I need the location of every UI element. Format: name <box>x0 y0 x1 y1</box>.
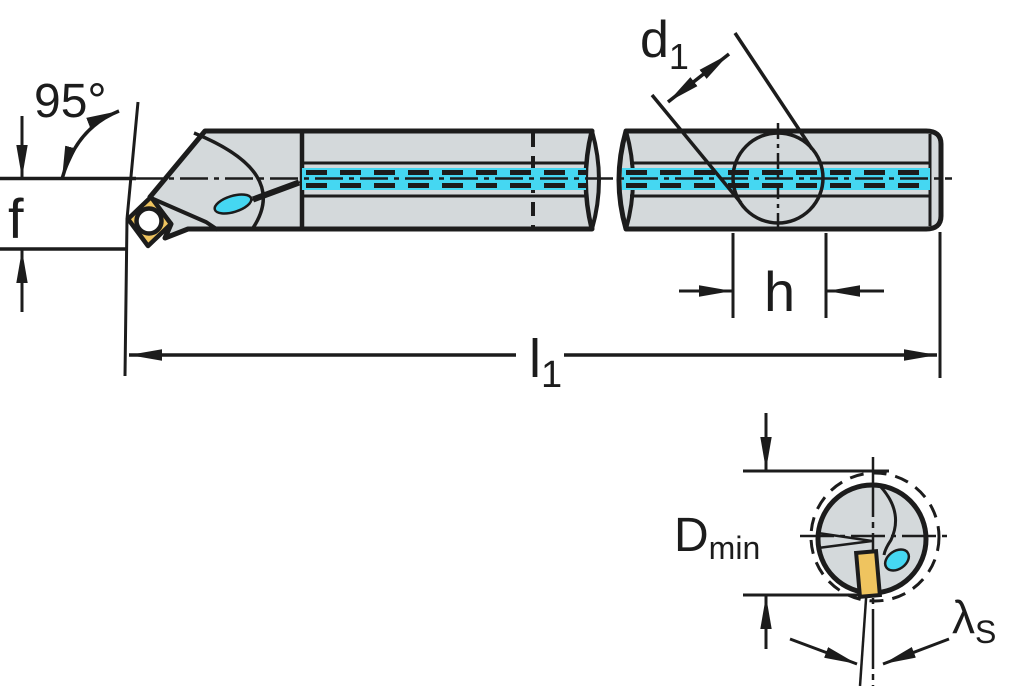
dimension-labels: 95° f d1 h l1 Dmin λS <box>8 11 996 650</box>
d1-diameter-label: d1 <box>640 11 689 77</box>
lambda-s-arrow-right <box>882 637 950 666</box>
insert-pocket-lines <box>150 196 220 232</box>
h-dimension-label: h <box>764 260 795 323</box>
insert-screw-hole <box>134 206 164 236</box>
end-view <box>743 413 950 686</box>
coolant-channel <box>135 168 952 215</box>
approach-angle-label: 95° <box>34 75 107 128</box>
f-dimension-label: f <box>8 187 24 250</box>
coolant-nozzle-exit <box>213 193 253 215</box>
d1-tangent-line-lower <box>650 93 743 205</box>
lambda-s-arrow-left <box>789 637 858 666</box>
cutting-insert-side <box>125 194 174 249</box>
lambda-s-label: λS <box>952 591 996 650</box>
dmin-envelope-circle <box>809 471 941 603</box>
approach-angle-edge-line <box>123 101 140 377</box>
coolant-outlet-end-view <box>883 548 911 572</box>
dimension-graphics <box>0 32 942 378</box>
insert-end-view <box>853 549 883 599</box>
d1-tangent-line-upper <box>733 32 814 150</box>
clamping-flat-detail <box>731 123 825 234</box>
approach-angle-arc <box>60 109 120 180</box>
dmin-label: Dmin <box>674 509 760 566</box>
d1-double-arrow <box>666 52 731 104</box>
break-line-front <box>584 129 601 231</box>
coolant-nozzle-channel <box>213 179 301 215</box>
end-view-edge-curve <box>878 484 898 556</box>
l1-length-label: l1 <box>529 329 562 396</box>
head-blend-arc <box>193 131 265 229</box>
